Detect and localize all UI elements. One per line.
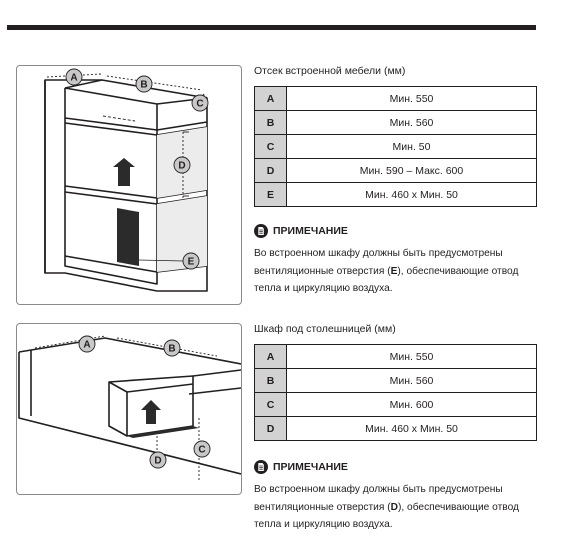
dimension-key: D [254,158,287,183]
section2-title: Шкаф под столешницей (мм) [254,323,396,335]
dimension-value: Мин. 560 [286,110,537,135]
note-text-key: E [390,265,398,277]
table-row: B Мин. 560 [254,110,537,135]
note-text-part: Во встроенном шкафу должны быть предусмо… [254,248,503,277]
table-row: C Мин. 600 [254,392,537,417]
airflow-arrow-icon [141,400,161,424]
dimension-value: Мин. 460 x Мин. 50 [286,416,537,441]
table-row: D Мин. 460 x Мин. 50 [254,416,537,441]
dimension-key: C [254,134,287,159]
svg-text:A: A [70,73,77,84]
label-a: A [65,68,83,86]
svg-text:A: A [83,340,90,351]
table-row: D Мин. 590 – Макс. 600 [254,158,537,183]
note-text-key: D [390,501,398,513]
note-title: ПРИМЕЧАНИЕ [273,461,348,473]
dimension-key: A [254,344,287,369]
svg-text:C: C [198,445,205,456]
table-row: B Мин. 560 [254,368,537,393]
svg-text:E: E [188,257,195,268]
dimension-key: D [254,416,287,441]
label-c: C [191,94,209,112]
label-d: D [173,156,191,174]
table-row: C Мин. 50 [254,134,537,159]
dimension-value: Мин. 560 [286,368,537,393]
note-title: ПРИМЕЧАНИЕ [273,225,348,237]
svg-text:B: B [140,80,147,91]
dimension-key: B [254,110,287,135]
dimension-key: A [254,86,287,111]
note-heading: ПРИМЕЧАНИЕ [254,460,348,474]
under-counter-cabinet-illustration: A B C D [16,323,242,495]
built-in-cabinet-illustration: A B C D E [16,65,242,305]
dimension-key: E [254,182,287,207]
svg-text:D: D [178,161,185,172]
note-text-part: Во встроенном шкафу должны быть предусмо… [254,484,503,513]
section1-title: Отсек встроенной мебели (мм) [254,65,406,77]
dimension-value: Мин. 550 [286,344,537,369]
dimensions-table-under-counter: A Мин. 550 B Мин. 560 C Мин. 600 D Мин. … [254,344,537,441]
note-text-part: ), обеспечивающие отвод тепла и циркуляц… [254,501,519,531]
dimension-value: Мин. 550 [286,86,537,111]
label-a: A [78,335,96,353]
table-row: E Мин. 460 x Мин. 50 [254,182,537,207]
svg-text:D: D [154,456,161,467]
note-text: Во встроенном шкафу должны быть предусмо… [254,245,544,298]
note-document-icon [254,460,268,474]
dimension-value: Мин. 590 – Макс. 600 [286,158,537,183]
label-c: C [193,440,211,458]
dimension-key: B [254,368,287,393]
top-divider [7,25,536,30]
label-b: B [135,75,153,93]
svg-text:B: B [168,344,175,355]
table-row: A Мин. 550 [254,86,537,111]
label-d: D [149,451,167,469]
dimension-value: Мин. 600 [286,392,537,417]
dimension-value: Мин. 50 [286,134,537,159]
table-row: A Мин. 550 [254,344,537,369]
label-e: E [182,252,200,270]
dimensions-table-built-in: A Мин. 550 B Мин. 560 C Мин. 50 D Мин. 5… [254,86,537,207]
svg-text:C: C [196,99,203,110]
airflow-arrow-icon [113,158,135,186]
note-text: Во встроенном шкафу должны быть предусмо… [254,481,544,534]
note-document-icon [254,224,268,238]
note-heading: ПРИМЕЧАНИЕ [254,224,348,238]
note-text-part: ), обеспечивающие отвод тепла и циркуляц… [254,265,519,295]
dimension-key: C [254,392,287,417]
label-b: B [163,339,181,357]
dimension-value: Мин. 460 x Мин. 50 [286,182,537,207]
